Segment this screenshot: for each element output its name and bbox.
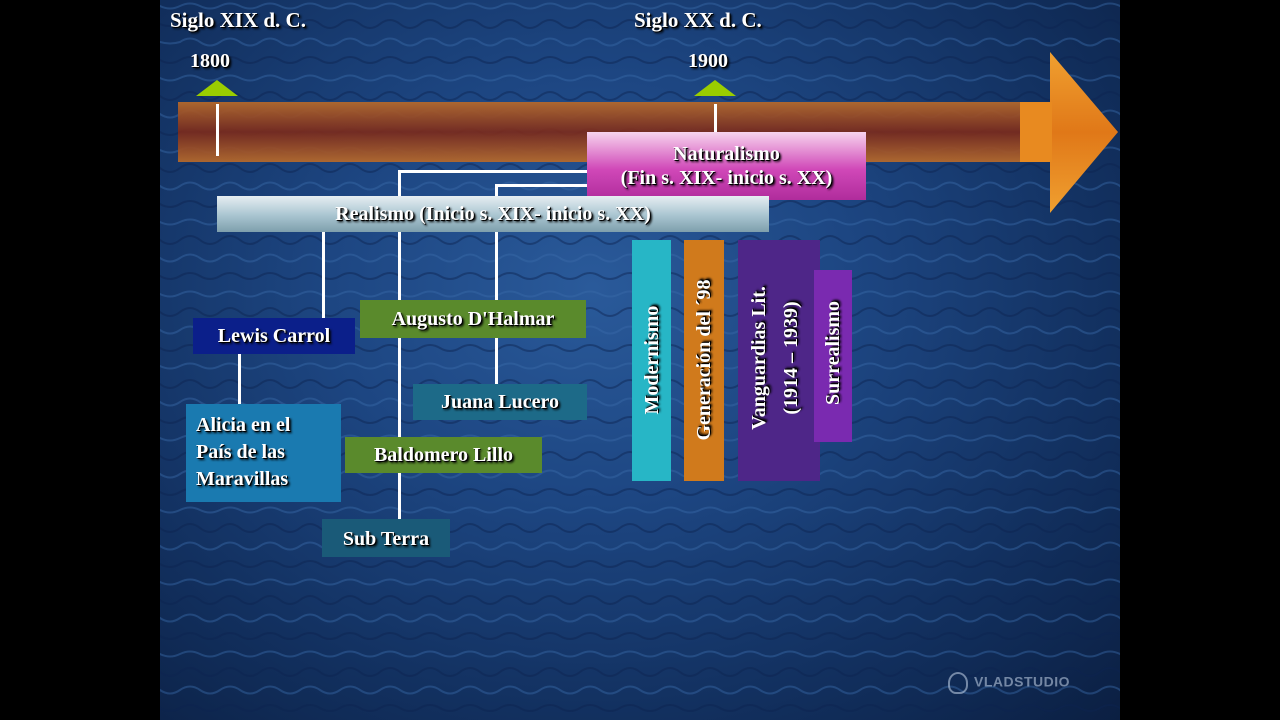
naturalismo-box: Naturalismo (Fin s. XIX- inicio s. XX): [587, 132, 866, 200]
alicia-line-3: Maravillas: [196, 468, 289, 490]
century-left-label: Siglo XIX d. C.: [170, 8, 306, 32]
marker-1800-line: [216, 104, 219, 156]
surrealismo-label: Surrealismo: [822, 300, 844, 406]
alicia-line-1: Alicia en el: [196, 414, 291, 436]
marker-1900-triangle: [694, 80, 736, 96]
sub-terra-label: Sub Terra: [342, 528, 430, 550]
year-1900-label: 1900: [688, 50, 728, 72]
lewis-carrol-box: Lewis Carrol: [193, 318, 355, 354]
realismo-box: Realismo (Inicio s. XIX- inicio s. XX): [217, 196, 769, 232]
sub-terra-box: Sub Terra: [322, 519, 450, 557]
vanguardias-bar: [738, 240, 820, 481]
connector-subterra: [398, 170, 401, 520]
marker-1800-triangle: [196, 80, 238, 96]
year-1800-label: 1800: [190, 50, 230, 72]
connector-subterra-top: [398, 170, 588, 173]
slide: Siglo XIX d. C. Siglo XX d. C. 1800 1900…: [160, 0, 1120, 720]
surrealismo-bar: [814, 270, 852, 442]
modernismo-label: Modernismo: [641, 305, 663, 415]
augusto-dhalmar-box: Augusto D'Halmar: [360, 300, 586, 338]
lewis-carrol-label: Lewis Carrol: [217, 325, 331, 347]
naturalismo-title: Naturalismo: [673, 143, 780, 165]
generacion-bar: [684, 240, 724, 481]
juana-lucero-label: Juana Lucero: [441, 391, 559, 413]
juana-lucero-box: Juana Lucero: [413, 384, 587, 420]
alicia-line-2: País de las: [196, 441, 285, 463]
generacion-label: Generación del ´98: [693, 279, 715, 441]
naturalismo-dates: (Fin s. XIX- inicio s. XX): [620, 167, 833, 189]
marker-1900-line: [714, 104, 717, 134]
vladstudio-watermark-text: VLADSTUDIO: [974, 673, 1070, 690]
vanguardias-label-2: (1914 – 1939): [780, 301, 802, 415]
vladstudio-logo-icon: [948, 672, 968, 694]
connector-juana: [495, 184, 498, 384]
vladstudio-watermark: VLADSTUDIO: [948, 672, 1070, 694]
alicia-box: Alicia en el País de las Maravillas: [186, 404, 341, 502]
connector-alicia: [238, 354, 241, 406]
vanguardias-label-1: Vanguardias Lit.: [748, 286, 770, 430]
modernismo-bar: [632, 240, 671, 481]
century-right-label: Siglo XX d. C.: [634, 8, 762, 32]
augusto-dhalmar-label: Augusto D'Halmar: [391, 308, 555, 330]
baldomero-lillo-label: Baldomero Lillo: [373, 444, 514, 466]
realismo-label: Realismo (Inicio s. XIX- inicio s. XX): [335, 203, 651, 225]
baldomero-lillo-box: Baldomero Lillo: [345, 437, 542, 473]
connector-juana-top: [495, 184, 590, 187]
connector-lewis: [322, 232, 325, 318]
